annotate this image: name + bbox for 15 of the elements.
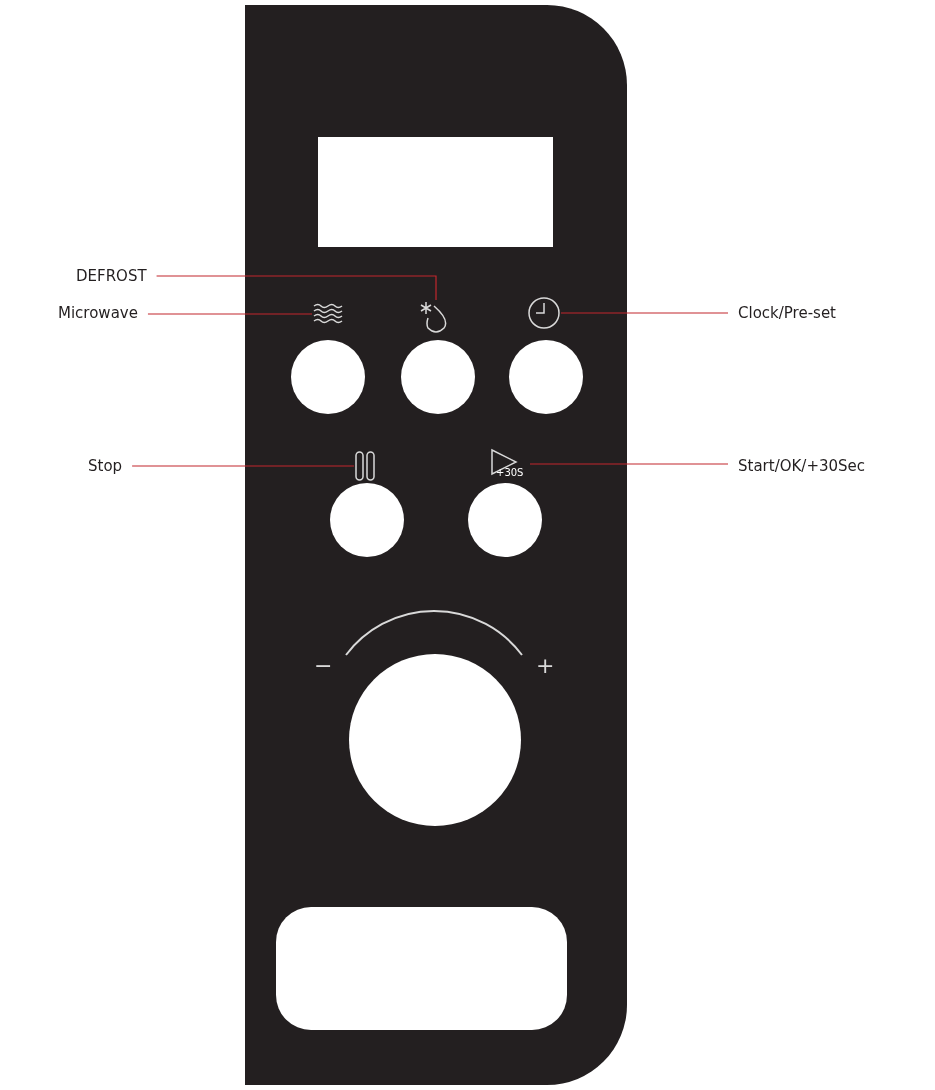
minus-sign: − xyxy=(314,654,333,678)
leader-line xyxy=(131,465,355,467)
leader-line xyxy=(560,312,729,314)
callout-label: DEFROST xyxy=(76,267,147,285)
clock-icon xyxy=(527,296,561,330)
callout-label: Stop xyxy=(88,457,123,475)
leader-line xyxy=(147,313,313,315)
callout-label: Clock/Pre-set xyxy=(738,304,836,322)
plus-sign: + xyxy=(536,654,555,678)
leader-line xyxy=(529,463,729,465)
pause-icon xyxy=(354,450,378,482)
callout-label: Microwave xyxy=(58,304,138,322)
wave-icon xyxy=(312,303,344,325)
callout-label: Start/OK/+30Sec xyxy=(738,457,866,475)
leader-line xyxy=(156,275,437,301)
